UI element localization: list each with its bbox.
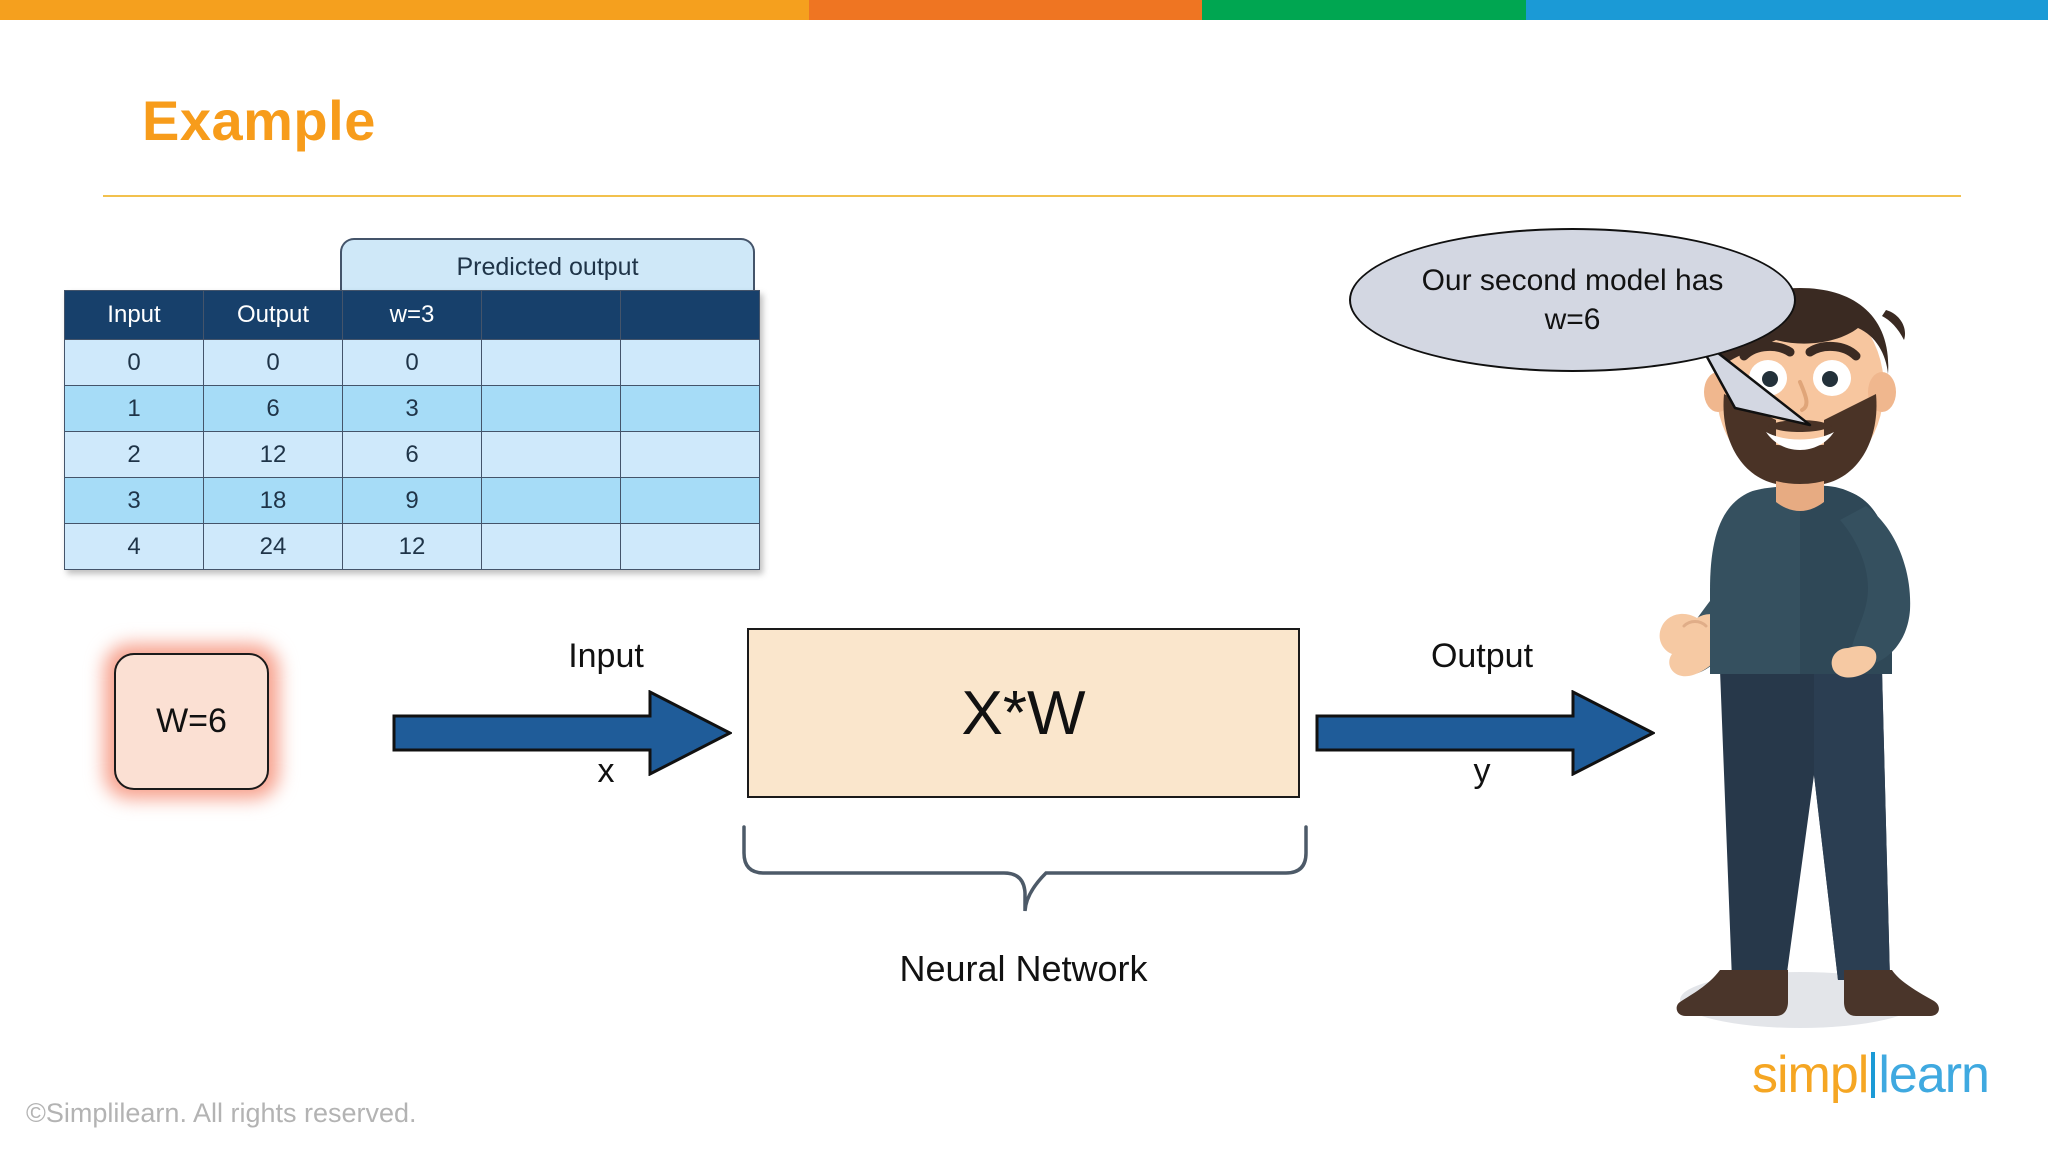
cell-empty-1 (481, 477, 621, 524)
cell-empty-2 (620, 385, 760, 432)
logo-text-learn: learn (1878, 1046, 1990, 1104)
speech-bubble-line-1: Our second model has (1421, 264, 1724, 297)
weight-badge: W=6 (114, 653, 269, 790)
table-row: 3 18 9 (64, 477, 760, 524)
copyright-text: ©Simplilearn. All rights reserved. (26, 1098, 417, 1128)
column-header-w3: w=3 (342, 290, 482, 340)
topbar-segment-amber (0, 0, 809, 20)
top-color-bar (0, 0, 2048, 20)
cell-empty-1 (481, 385, 621, 432)
neural-network-label: Neural Network (899, 948, 1148, 989)
cell-output: 0 (203, 339, 343, 386)
cell-empty-2 (620, 339, 760, 386)
logo-text-simpl: simpl (1752, 1046, 1869, 1104)
table-header-row: Input Output w=3 (64, 290, 760, 340)
speech-bubble: Our second model has w=6 (1349, 228, 1796, 372)
table-row: 0 0 0 (64, 339, 760, 386)
column-header-empty-2 (620, 290, 760, 340)
table-row: 2 12 6 (64, 431, 760, 478)
example-data-table: Input Output w=3 0 0 0 1 6 3 (64, 290, 760, 570)
speech-bubble-line-2: w=6 (1544, 303, 1601, 336)
cell-output: 18 (203, 477, 343, 524)
logo-divider-bar (1871, 1052, 1876, 1098)
input-symbol-label: x (597, 752, 615, 790)
cell-empty-1 (481, 339, 621, 386)
output-symbol-label: y (1473, 752, 1491, 790)
simplilearn-logo: simpl learn (1752, 1045, 1990, 1105)
speech-bubble-tail (1693, 333, 1812, 427)
neural-network-box: X*W (747, 628, 1300, 798)
cell-input: 4 (64, 523, 204, 570)
presenter-character-illustration (1659, 288, 1939, 1028)
table-row: 4 24 12 (64, 523, 760, 570)
topbar-segment-blue (1525, 0, 2048, 20)
cell-output: 6 (203, 385, 343, 432)
cell-w3: 12 (342, 523, 482, 570)
cell-input: 2 (64, 431, 204, 478)
cell-input: 0 (64, 339, 204, 386)
cell-empty-2 (620, 431, 760, 478)
column-header-empty-1 (481, 290, 621, 340)
table-row: 1 6 3 (64, 385, 760, 432)
cell-input: 1 (64, 385, 204, 432)
topbar-segment-orange (808, 0, 1203, 20)
cell-empty-2 (620, 477, 760, 524)
curly-brace (742, 825, 1308, 912)
cell-w3: 6 (342, 431, 482, 478)
cell-output: 12 (203, 431, 343, 478)
cell-empty-1 (481, 431, 621, 478)
input-arrow (392, 690, 732, 776)
page-title: Example (142, 89, 376, 152)
column-header-input: Input (64, 290, 204, 340)
title-divider (103, 195, 1961, 197)
cell-input: 3 (64, 477, 204, 524)
cell-w3: 9 (342, 477, 482, 524)
output-arrow (1315, 690, 1655, 776)
cell-empty-2 (620, 523, 760, 570)
column-header-output: Output (203, 290, 343, 340)
topbar-segment-green (1202, 0, 1526, 20)
cell-w3: 3 (342, 385, 482, 432)
output-label: Output (1430, 637, 1534, 675)
speech-bubble-text: Our second model has w=6 (1422, 261, 1724, 339)
cell-w3: 0 (342, 339, 482, 386)
input-label: Input (568, 637, 644, 675)
predicted-output-banner: Predicted output (340, 238, 755, 294)
cell-output: 24 (203, 523, 343, 570)
cell-empty-1 (481, 523, 621, 570)
